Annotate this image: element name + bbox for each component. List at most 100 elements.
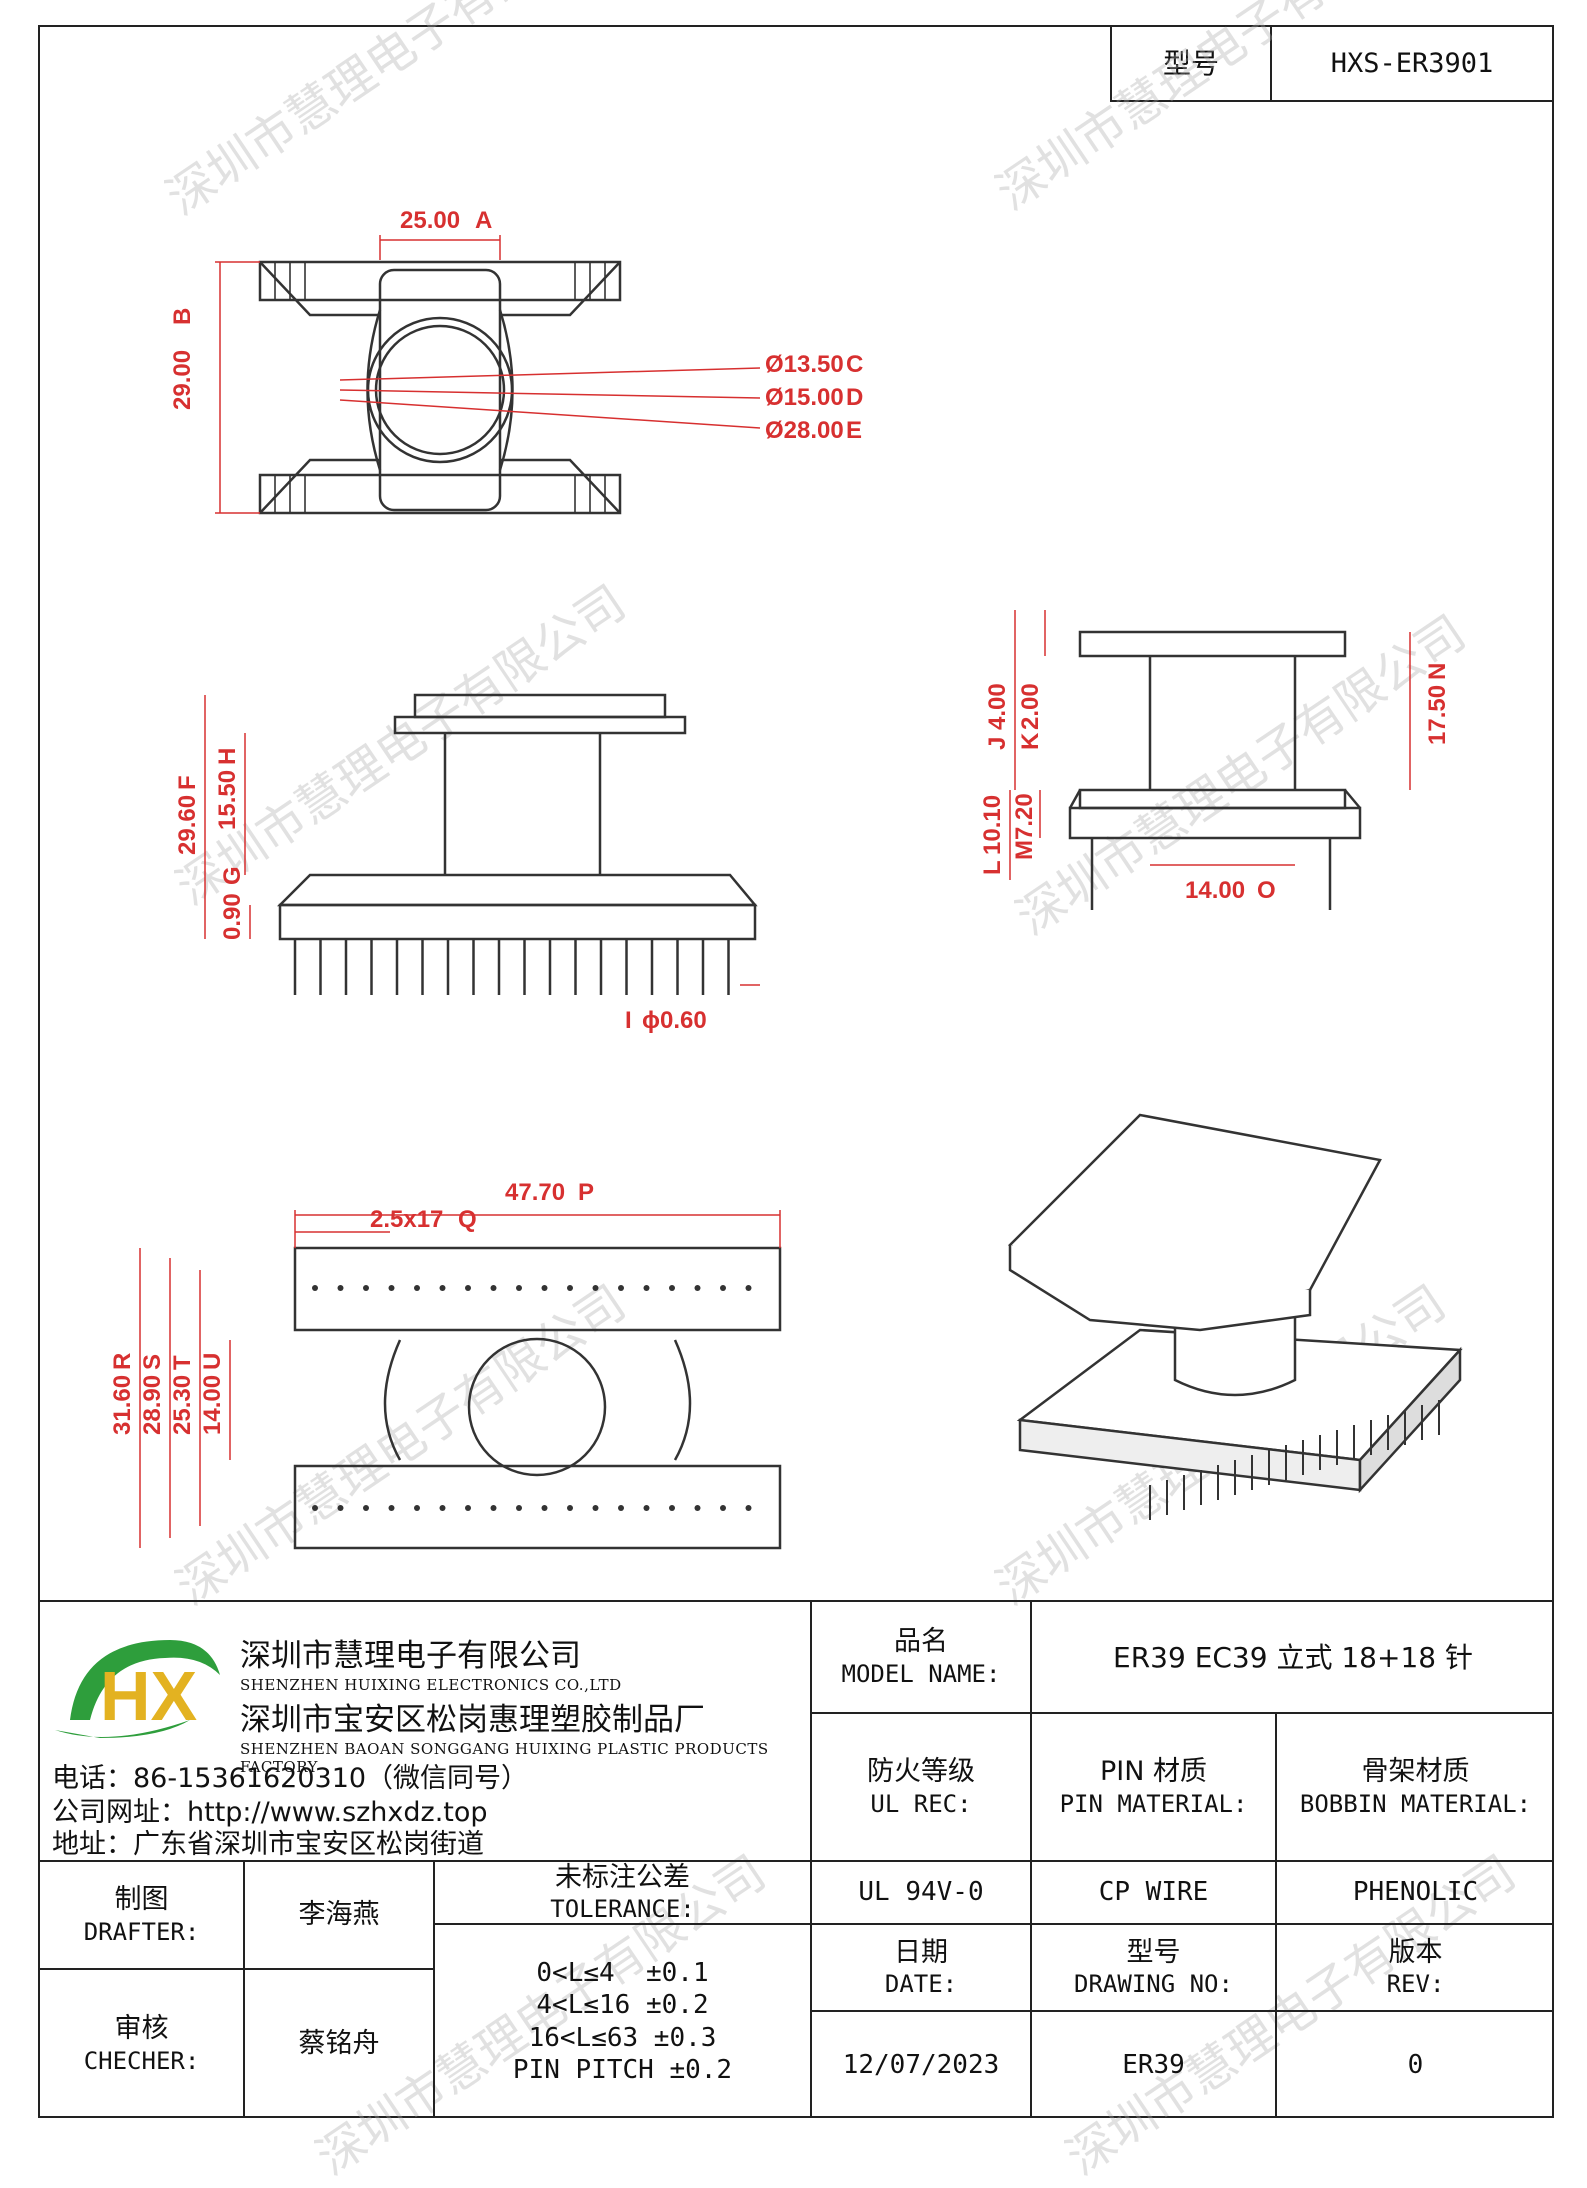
factory-name-zh: 深圳市宝安区松岗惠理塑胶制品厂 — [240, 1702, 705, 1738]
dim-bottom-pitch: 2.5x17 — [370, 1206, 443, 1233]
pin-hole — [567, 1505, 573, 1511]
dim-tag-m: M — [1011, 840, 1038, 860]
dim-bottom-h3: 25.30 — [169, 1375, 196, 1435]
bobbin-material-label: 骨架材质 BOBBIN MATERIAL: — [1299, 1756, 1532, 1818]
pin-hole — [388, 1285, 395, 1291]
drawing-no-value: ER39 — [1122, 2049, 1185, 2080]
pin-hole — [618, 1285, 624, 1291]
dim-bottom-h1: 31.60 — [109, 1375, 136, 1435]
dim-side-top1: 4.00 — [984, 683, 1011, 730]
pin-hole — [618, 1505, 624, 1511]
dim-tag-j: J — [984, 737, 1011, 750]
pin-hole — [720, 1285, 726, 1291]
pin-hole — [694, 1285, 701, 1291]
front-view-drawing: 29.60 F 15.50 H 0.90 G I ϕ0.60 — [174, 693, 760, 1034]
model-name-label: 品名 MODEL NAME: — [841, 1626, 1001, 1688]
date-value: 12/07/2023 — [842, 2049, 1000, 2080]
pin-hole — [694, 1505, 701, 1511]
pin-hole — [669, 1505, 675, 1511]
dim-tag-h: H — [214, 748, 241, 765]
dim-tag-q: Q — [458, 1206, 477, 1233]
dim-tag-f: F — [174, 775, 201, 790]
dim-side-top2: 2.00 — [1017, 683, 1044, 730]
dim-front-core: 15.50 — [214, 770, 241, 830]
model-header-box: 型号 HXS-ER3901 — [1110, 25, 1554, 102]
company-name-en: SHENZHEN HUIXING ELECTRONICS CO.,LTD — [240, 1676, 622, 1694]
pin-material-label: PIN 材质 PIN MATERIAL: — [1059, 1756, 1248, 1818]
dim-top-d1: Ø13.50 — [765, 351, 844, 378]
dim-side-right: 17.50 — [1424, 685, 1451, 745]
dim-top-width: 25.00 — [400, 207, 460, 234]
company-phone: 电话：86-15361620310（微信同号） — [52, 1763, 529, 1794]
date-label: 日期 DATE: — [884, 1936, 958, 1999]
pin-hole — [312, 1505, 318, 1511]
dim-tag-e: E — [846, 417, 862, 444]
dim-tag-t: T — [169, 1355, 196, 1370]
pin-hole — [363, 1505, 369, 1511]
pin-hole — [516, 1285, 522, 1291]
dim-side-span: 14.00 — [1185, 877, 1245, 904]
dim-top-d3: Ø28.00 — [765, 417, 844, 444]
pin-hole — [592, 1285, 599, 1291]
dim-front-total: 29.60 — [174, 795, 201, 855]
dim-tag-n: N — [1424, 663, 1451, 680]
isometric-view-drawing — [1008, 1113, 1463, 1520]
dim-tag-p: P — [578, 1179, 594, 1206]
dim-front-gap: 0.90 — [219, 893, 246, 940]
pin-hole — [516, 1505, 522, 1511]
pin-hole — [643, 1505, 650, 1511]
bobbin-material-value: PHENOLIC — [1352, 1877, 1479, 1908]
dim-tag-s: S — [139, 1354, 166, 1370]
dim-front-pin: ϕ0.60 — [642, 1007, 707, 1034]
dim-tag-u: U — [199, 1353, 226, 1370]
drafter-name: 李海燕 — [298, 1899, 380, 1931]
dim-top-height: 29.00 — [169, 350, 196, 410]
dim-bottom-h4: 14.00 — [199, 1375, 226, 1435]
pin-hole — [465, 1505, 471, 1511]
pin-hole — [720, 1505, 726, 1511]
pin-hole — [337, 1285, 344, 1291]
model-header-value: HXS-ER3901 — [1330, 47, 1494, 79]
tolerance-line: 4<L≤16 ±0.2 — [536, 1990, 709, 2020]
pin-hole — [337, 1505, 344, 1511]
checker-label: 审核 CHECHER: — [83, 2013, 200, 2075]
pin-hole — [490, 1505, 497, 1511]
company-name-zh: 深圳市慧理电子有限公司 — [240, 1638, 581, 1674]
dim-top-d2: Ø15.00 — [765, 384, 844, 411]
ul-label: 防火等级 UL REC: — [867, 1756, 975, 1818]
dim-tag-o: O — [1257, 877, 1276, 904]
dim-tag-r: R — [109, 1353, 136, 1370]
dim-tag-b: B — [169, 308, 196, 325]
pin-hole — [363, 1285, 369, 1291]
bottom-view-drawing: 47.70 P 2.5x17 Q 31.60 R 28.90 S 25.30 T… — [109, 1179, 782, 1550]
pin-hole — [541, 1285, 548, 1291]
dim-bottom-length: 47.70 — [505, 1179, 565, 1206]
dim-tag-l: L — [979, 860, 1006, 875]
pin-hole — [312, 1285, 318, 1291]
pin-hole — [592, 1505, 599, 1511]
drawing-frame — [38, 25, 1554, 2118]
logo-text: HX — [100, 1657, 198, 1735]
pin-hole — [439, 1505, 446, 1511]
tolerance-label: 未标注公差 TOLERANCE: — [550, 1861, 695, 1924]
pin-hole — [643, 1285, 650, 1291]
pin-hole — [465, 1285, 471, 1291]
tolerance-list: 0<L≤4 ±0.1 4<L≤16 ±0.2 16<L≤63 ±0.3 PIN … — [435, 1925, 810, 2118]
checker-name: 蔡铭舟 — [298, 2028, 380, 2060]
side-view-drawing: 4.00 J 2.00 K 10.10 L 7.20 M 17.50 N 14.… — [979, 610, 1451, 910]
dim-tag-c: C — [846, 351, 863, 378]
pin-hole — [669, 1285, 675, 1291]
dim-bottom-h2: 28.90 — [139, 1375, 166, 1435]
pin-hole — [745, 1505, 752, 1511]
dim-tag-d: D — [846, 384, 863, 411]
dim-side-bottom1: 10.10 — [979, 795, 1006, 855]
drafter-label: 制图 DRAFTER: — [83, 1884, 200, 1946]
rev-value: 0 — [1407, 2049, 1424, 2080]
company-website: 公司网址：http://www.szhxdz.top — [52, 1797, 488, 1828]
dim-tag-a: A — [475, 207, 492, 234]
pin-hole — [541, 1505, 548, 1511]
tolerance-line: 16<L≤63 ±0.3 — [528, 2022, 717, 2053]
pin-material-value: CP WIRE — [1098, 1877, 1209, 1908]
company-address: 地址：广东省深圳市宝安区松岗街道 — [52, 1829, 484, 1860]
company-logo: HX — [55, 1640, 220, 1738]
